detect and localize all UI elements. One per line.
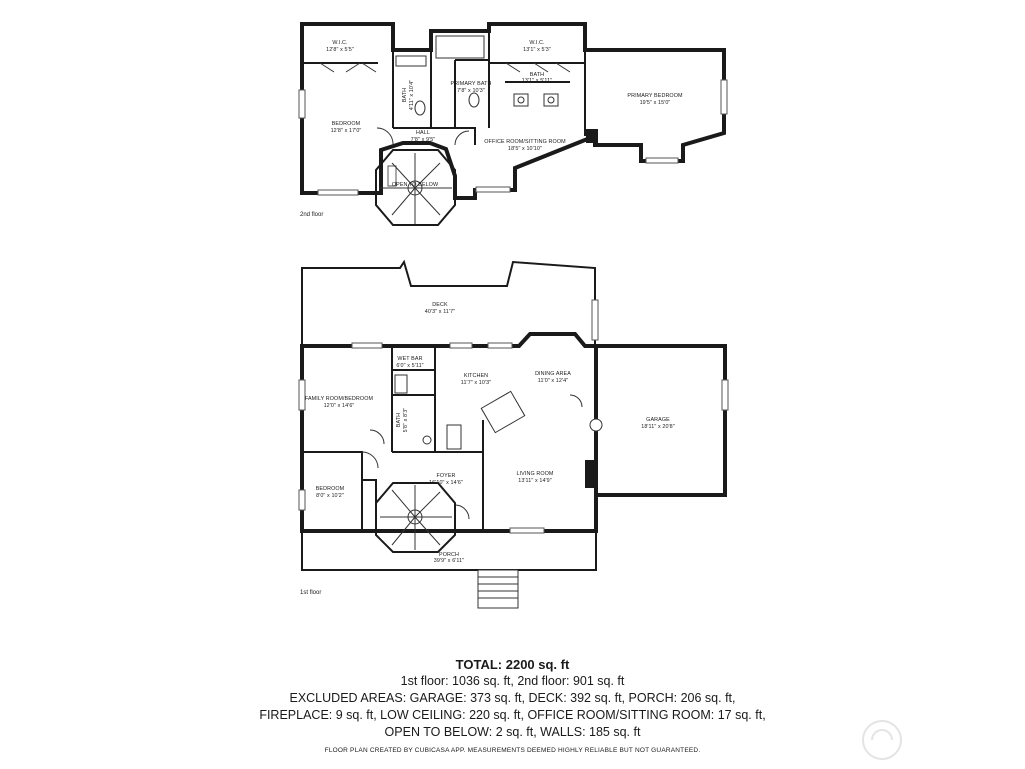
bath-1f-size: 5'8" x 8'3" — [403, 408, 409, 433]
garage-name: GARAGE — [646, 417, 670, 423]
bedroom-1f-name: BEDROOM — [316, 486, 345, 492]
living-size: 13'11" x 14'9" — [518, 478, 552, 484]
primary-bath-name: PRIMARY BATH — [450, 81, 491, 87]
porch-name: PORCH — [439, 552, 459, 558]
kitchen-island — [480, 390, 526, 434]
porch-size: 39'9" x 6'11" — [434, 558, 464, 564]
wic-left-size: 12'8" x 5'5" — [326, 47, 354, 53]
deck-size: 40'3" x 11'7" — [425, 309, 455, 315]
dining-name: DINING AREA — [535, 371, 571, 377]
bedroom-1f-size: 8'0" x 10'2" — [316, 493, 344, 499]
chimney-block — [586, 129, 598, 143]
total-area: TOTAL: 2200 sq. ft — [0, 656, 1025, 673]
fireplace — [585, 460, 596, 488]
summary-line-4: OPEN TO BELOW: 2 sq. ft, WALLS: 185 sq. … — [384, 725, 641, 739]
bath-2f-size: 4'11" x 10'4" — [409, 80, 415, 110]
family-room-name: FAMILY ROOM/BEDROOM — [305, 396, 374, 402]
kitchen-name: KITCHEN — [464, 373, 488, 379]
bedroom-2f-name: BEDROOM — [332, 121, 361, 127]
porch-outline — [301, 531, 597, 609]
hall-name: HALL — [416, 130, 430, 136]
watermark-icon — [862, 720, 902, 760]
first-floor-plan — [298, 259, 729, 609]
summary-line-1: 1st floor: 1036 sq. ft, 2nd floor: 901 s… — [400, 674, 625, 688]
first-floor-walls — [298, 332, 729, 534]
second-floor-plan — [298, 22, 728, 226]
foyer-name: FOYER — [436, 473, 455, 479]
wic-right-size: 13'1" x 5'3" — [523, 47, 551, 53]
deck-outline — [301, 259, 599, 346]
open-below-name: OPEN TO BELOW — [392, 182, 439, 188]
floor-plan: W.I.C. 12'8" x 5'5" BEDROOM 12'8" x 17'0… — [298, 22, 729, 609]
bath-2f-name: BATH — [402, 88, 408, 102]
kitchen-size: 11'7" x 10'3" — [461, 380, 491, 386]
wet-bar-size: 6'0" x 5'11" — [396, 363, 423, 369]
bath-1f-name: BATH — [396, 413, 402, 427]
summary-line-3: FIREPLACE: 9 sq. ft, LOW CEILING: 220 sq… — [259, 708, 766, 722]
living-name: LIVING ROOM — [516, 471, 553, 477]
bath-small-size: 13'1" x 5'11" — [522, 78, 552, 84]
first-floor-label: 1st floor — [300, 590, 321, 596]
office-name: OFFICE ROOM/SITTING ROOM — [484, 139, 566, 145]
second-floor-windows — [298, 79, 728, 196]
area-summary: TOTAL: 2200 sq. ft 1st floor: 1036 sq. f… — [0, 656, 1025, 757]
primary-bedroom-name: PRIMARY BEDROOM — [627, 93, 683, 99]
bath-small-name: BATH — [530, 72, 544, 78]
primary-bedroom-size: 19'5" x 15'0" — [640, 100, 671, 106]
foyer-size: 16'10" x 14'6" — [429, 480, 463, 486]
wic-right-name: W.I.C. — [529, 40, 544, 46]
toilet — [414, 100, 426, 116]
wic-left-name: W.I.C. — [332, 40, 347, 46]
dining-size: 11'0" x 12'4" — [538, 378, 568, 384]
family-room-size: 12'0" x 14'6" — [324, 403, 355, 409]
deck-name: DECK — [432, 302, 448, 308]
second-floor-fixtures — [319, 35, 571, 146]
second-floor-label: 2nd floor — [300, 212, 323, 218]
second-floor-labels: W.I.C. 12'8" x 5'5" BEDROOM 12'8" x 17'0… — [300, 40, 683, 218]
total-label: TOTAL: — [455, 657, 503, 672]
primary-bath-size: 7'8" x 10'3" — [457, 88, 485, 94]
summary-line-2: EXCLUDED AREAS: GARAGE: 373 sq. ft, DECK… — [289, 691, 736, 705]
spiral-stair-upper — [375, 149, 456, 226]
garage-size: 18'11" x 20'8" — [641, 424, 675, 430]
footnote: FLOOR PLAN CREATED BY CUBICASA APP. MEAS… — [324, 747, 701, 754]
second-floor-walls — [300, 22, 726, 200]
spiral-stair-lower — [362, 479, 456, 553]
total-value: 2200 sq. ft — [505, 657, 570, 672]
hall-size: 7'8" x 9'5" — [411, 137, 436, 143]
office-size: 18'5" x 10'10" — [508, 146, 542, 152]
bedroom-2f-size: 12'8" x 17'0" — [331, 128, 362, 134]
wet-bar-name: WET BAR — [397, 356, 422, 362]
first-floor-labels: DECK 40'3" x 11'7" WET BAR 6'0" x 5'11" … — [300, 302, 675, 596]
